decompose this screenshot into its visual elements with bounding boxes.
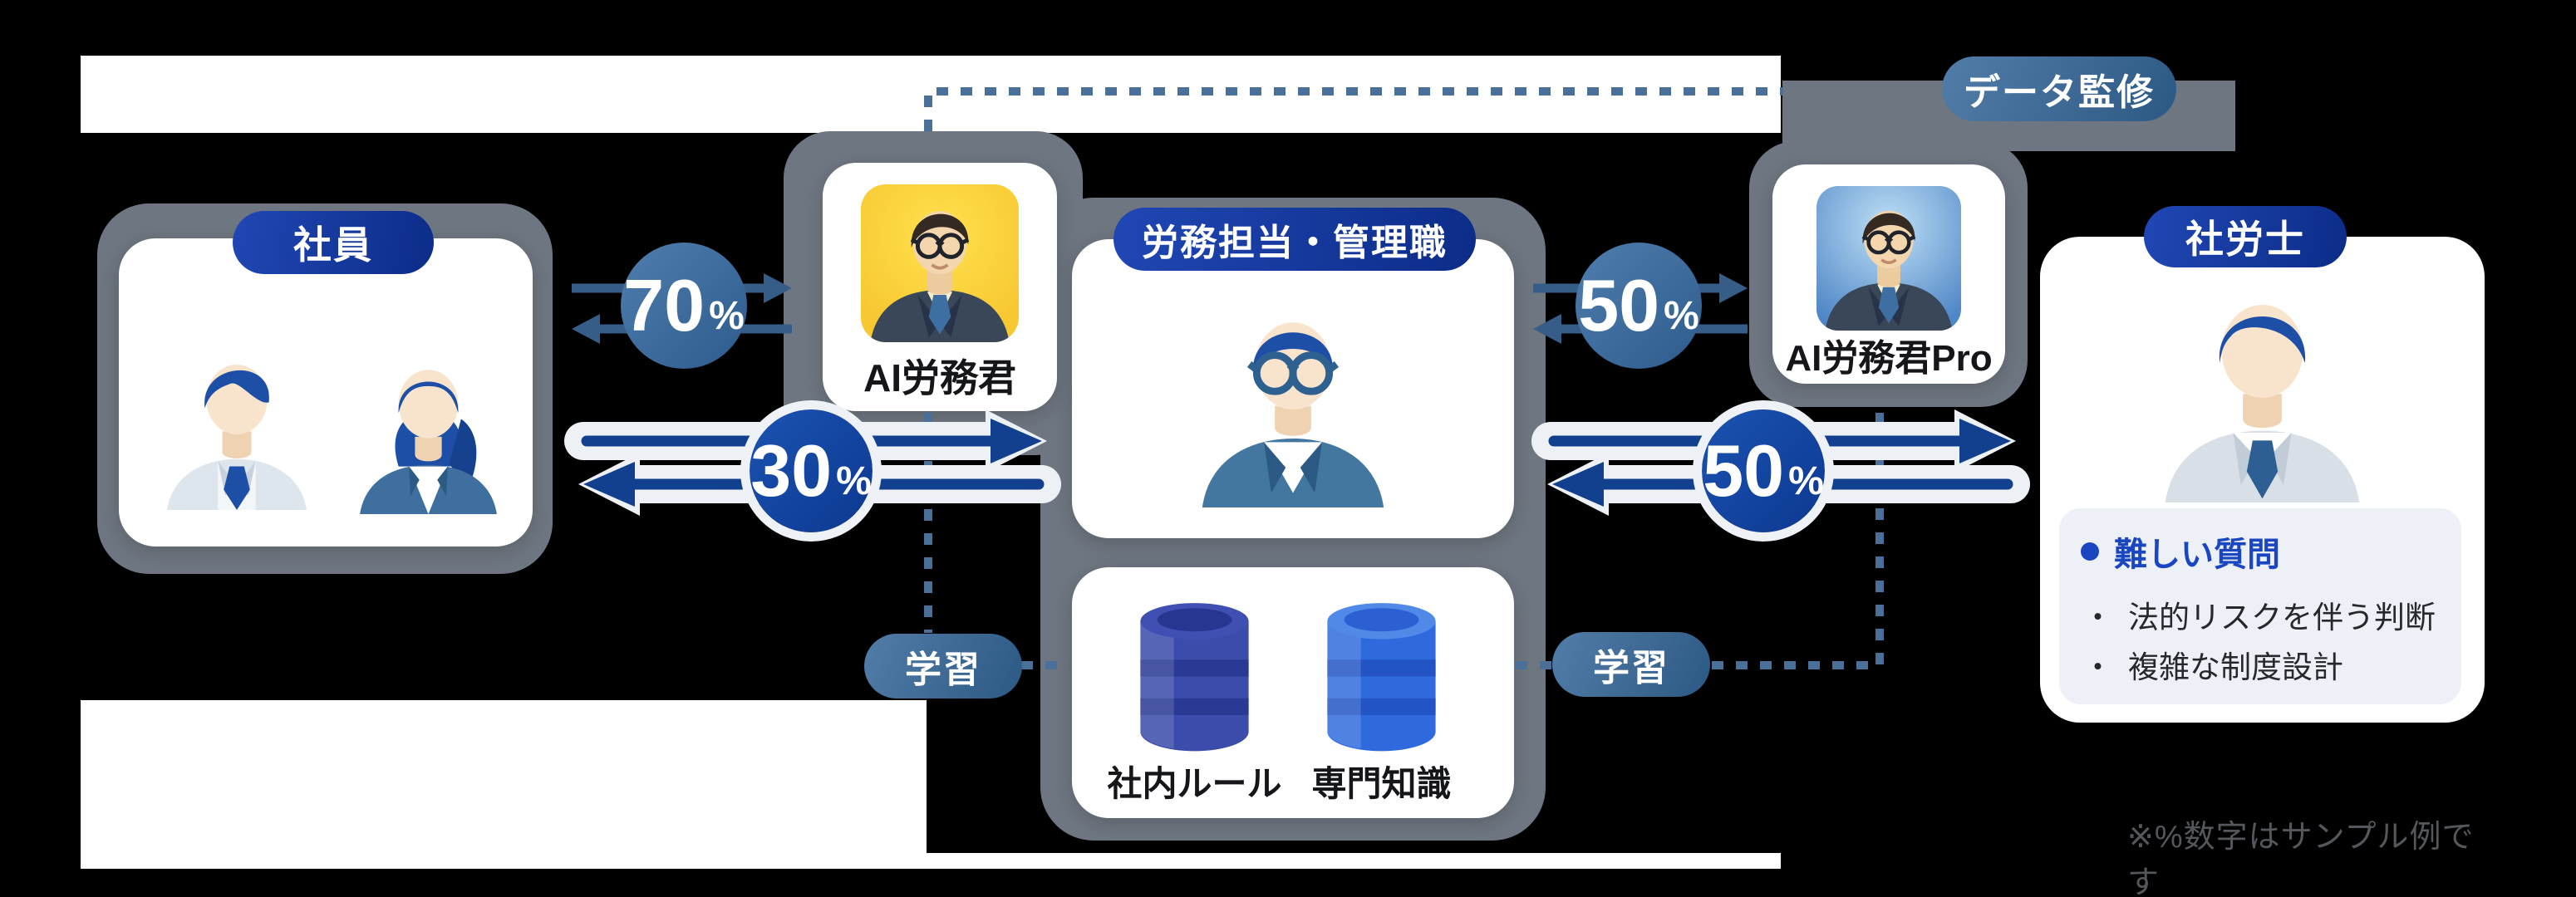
manager-avatar-icon	[1184, 274, 1402, 523]
percent-30-value: 30	[750, 429, 833, 512]
ai-roumu-label: AI労務君	[863, 356, 1016, 399]
sample-disclaimer-note: ※%数字はサンプル例です	[2127, 820, 2475, 897]
percent-50-bottom-unit: %	[1788, 459, 1824, 503]
expert-knowledge-database-icon	[1317, 600, 1446, 752]
bullet-dot-icon	[2081, 542, 2099, 561]
percent-30-unit: %	[836, 459, 872, 503]
data-supervision-badge: データ監修	[1942, 56, 2176, 121]
percent-50-top-value: 50	[1578, 264, 1660, 346]
percent-50-bottom-circle: 50%	[1693, 400, 1834, 542]
internal-rules-label: 社内ルール	[1107, 763, 1282, 803]
percent-50-top-circle: 50%	[1576, 243, 1702, 369]
difficult-questions-panel	[2059, 508, 2461, 704]
percent-30-circle: 30%	[740, 400, 882, 542]
page-background-band-bottom	[927, 853, 1781, 869]
learning-badge-right: 学習	[1552, 632, 1710, 697]
female-employee-avatar-icon	[339, 331, 518, 519]
learning-badge-left: 学習	[864, 634, 1022, 698]
difficult-questions-title: 難しい質問	[2081, 532, 2280, 573]
percent-70-circle: 70%	[621, 243, 747, 369]
panel-item-complex-design: ・ 複雑な制度設計	[2082, 646, 2343, 684]
internal-rules-database-icon	[1130, 600, 1259, 752]
item-bullet: ・	[2082, 650, 2113, 684]
male-employee-avatar-icon	[150, 326, 324, 519]
percent-70-value: 70	[623, 264, 705, 346]
sharoushi-badge: 社労士	[2144, 206, 2347, 267]
employees-badge: 社員	[233, 211, 434, 274]
ai-roumu-avatar-icon	[861, 184, 1019, 342]
ai-roumu-pro-label: AI労務君Pro	[1785, 338, 1993, 379]
percent-50-bottom-value: 50	[1703, 429, 1785, 512]
page-background-band-top	[81, 56, 1781, 133]
panel-item-text: 法的リスクを伴う判断	[2128, 600, 2436, 635]
ai-roumu-pro-avatar-icon	[1816, 186, 1961, 331]
percent-70-unit: %	[709, 294, 745, 338]
expert-knowledge-label: 専門知識	[1311, 763, 1452, 803]
manager-badge: 労務担当・管理職	[1113, 208, 1476, 271]
difficult-questions-title-text: 難しい質問	[2114, 537, 2280, 573]
panel-item-text: 複雑な制度設計	[2128, 650, 2343, 684]
item-bullet: ・	[2082, 600, 2113, 635]
percent-50-top-unit: %	[1664, 294, 1699, 338]
panel-item-legal-risk: ・ 法的リスクを伴う判断	[2082, 596, 2436, 635]
sharoushi-avatar-icon	[2140, 270, 2385, 502]
page-background-rect-bottom-left	[81, 700, 927, 869]
